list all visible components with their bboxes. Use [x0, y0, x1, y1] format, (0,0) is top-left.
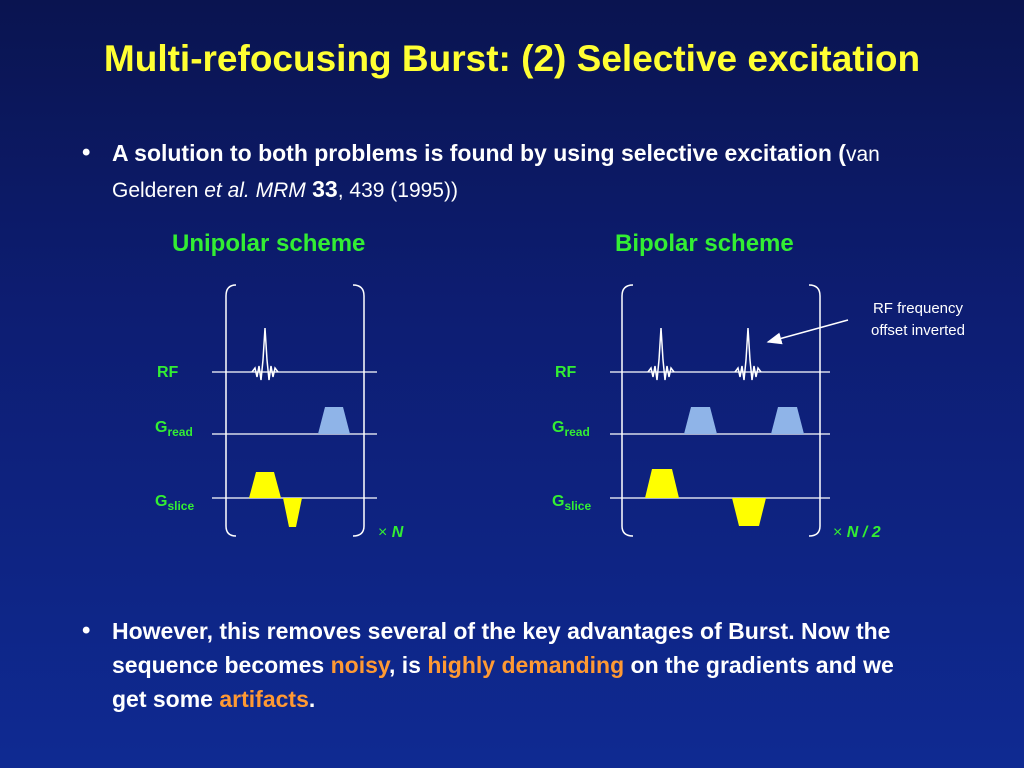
- unipolar-gslice-lobe-positive: [249, 472, 281, 498]
- highlight-artifacts: artifacts: [219, 686, 309, 712]
- drawbacks-text-2: , is: [388, 652, 428, 678]
- bipolar-gread-label: Gread: [552, 419, 590, 439]
- unipolar-gslice-label: Gslice: [155, 493, 195, 513]
- bullet-solution-text: A solution to both problems is found by …: [112, 140, 846, 166]
- drawbacks-text-3: on the gradients and we get some: [112, 652, 894, 712]
- bullet-marker: •: [82, 617, 91, 644]
- bullet-drawbacks: • However, this removes several of the k…: [82, 614, 912, 716]
- reference-journal: et al. MRM: [204, 179, 306, 202]
- bipolar-rf-pulse-1: [647, 327, 675, 381]
- bipolar-rf-label: RF: [555, 364, 577, 381]
- bipolar-gread-lobe-2: [771, 407, 804, 434]
- bipolar-title: Bipolar scheme: [615, 230, 794, 257]
- unipolar-rf-pulse: [251, 327, 279, 381]
- drawbacks-text-1: However, this removes several of the key…: [112, 618, 891, 678]
- slide-title: Multi-refocusing Burst: (2) Selective ex…: [103, 38, 921, 79]
- bipolar-gslice-label: Gslice: [552, 493, 592, 513]
- highlight-noisy: noisy: [330, 652, 389, 678]
- bipolar-right-bracket: [808, 284, 821, 537]
- unipolar-left-bracket: [225, 284, 237, 537]
- bipolar-diagram: [610, 284, 849, 537]
- bipolar-left-bracket: [621, 284, 634, 537]
- drawbacks-text-4: .: [308, 686, 316, 712]
- highlight-highly-demanding: highly demanding: [427, 652, 625, 678]
- bipolar-gread-lobe-1: [684, 407, 717, 434]
- unipolar-right-bracket: [352, 284, 365, 537]
- reference-author: van Gelderen: [112, 143, 880, 202]
- bipolar-rf-pulse-2: [734, 327, 762, 381]
- bipolar-gslice-lobe-negative: [732, 498, 766, 526]
- unipolar-repeat-label: × N: [378, 524, 404, 541]
- unipolar-title: Unipolar scheme: [172, 230, 366, 257]
- unipolar-diagram: [212, 284, 377, 537]
- unipolar-rf-label: RF: [157, 364, 179, 381]
- bipolar-repeat-label: × N / 2: [833, 524, 881, 541]
- bullet-marker: •: [82, 139, 91, 166]
- bullet-solution: • A solution to both problems is found b…: [82, 136, 902, 208]
- reference-volume: 33: [312, 176, 338, 202]
- unipolar-gslice-lobe-negative: [283, 498, 302, 527]
- rf-offset-annotation: RF frequency offset inverted: [871, 300, 965, 339]
- unipolar-gread-label: Gread: [155, 419, 193, 439]
- bipolar-gslice-lobe-positive: [645, 469, 679, 498]
- unipolar-gread-lobe: [318, 407, 350, 434]
- annotation-arrow: [766, 319, 849, 345]
- reference-pages: , 439 (1995)): [337, 179, 458, 202]
